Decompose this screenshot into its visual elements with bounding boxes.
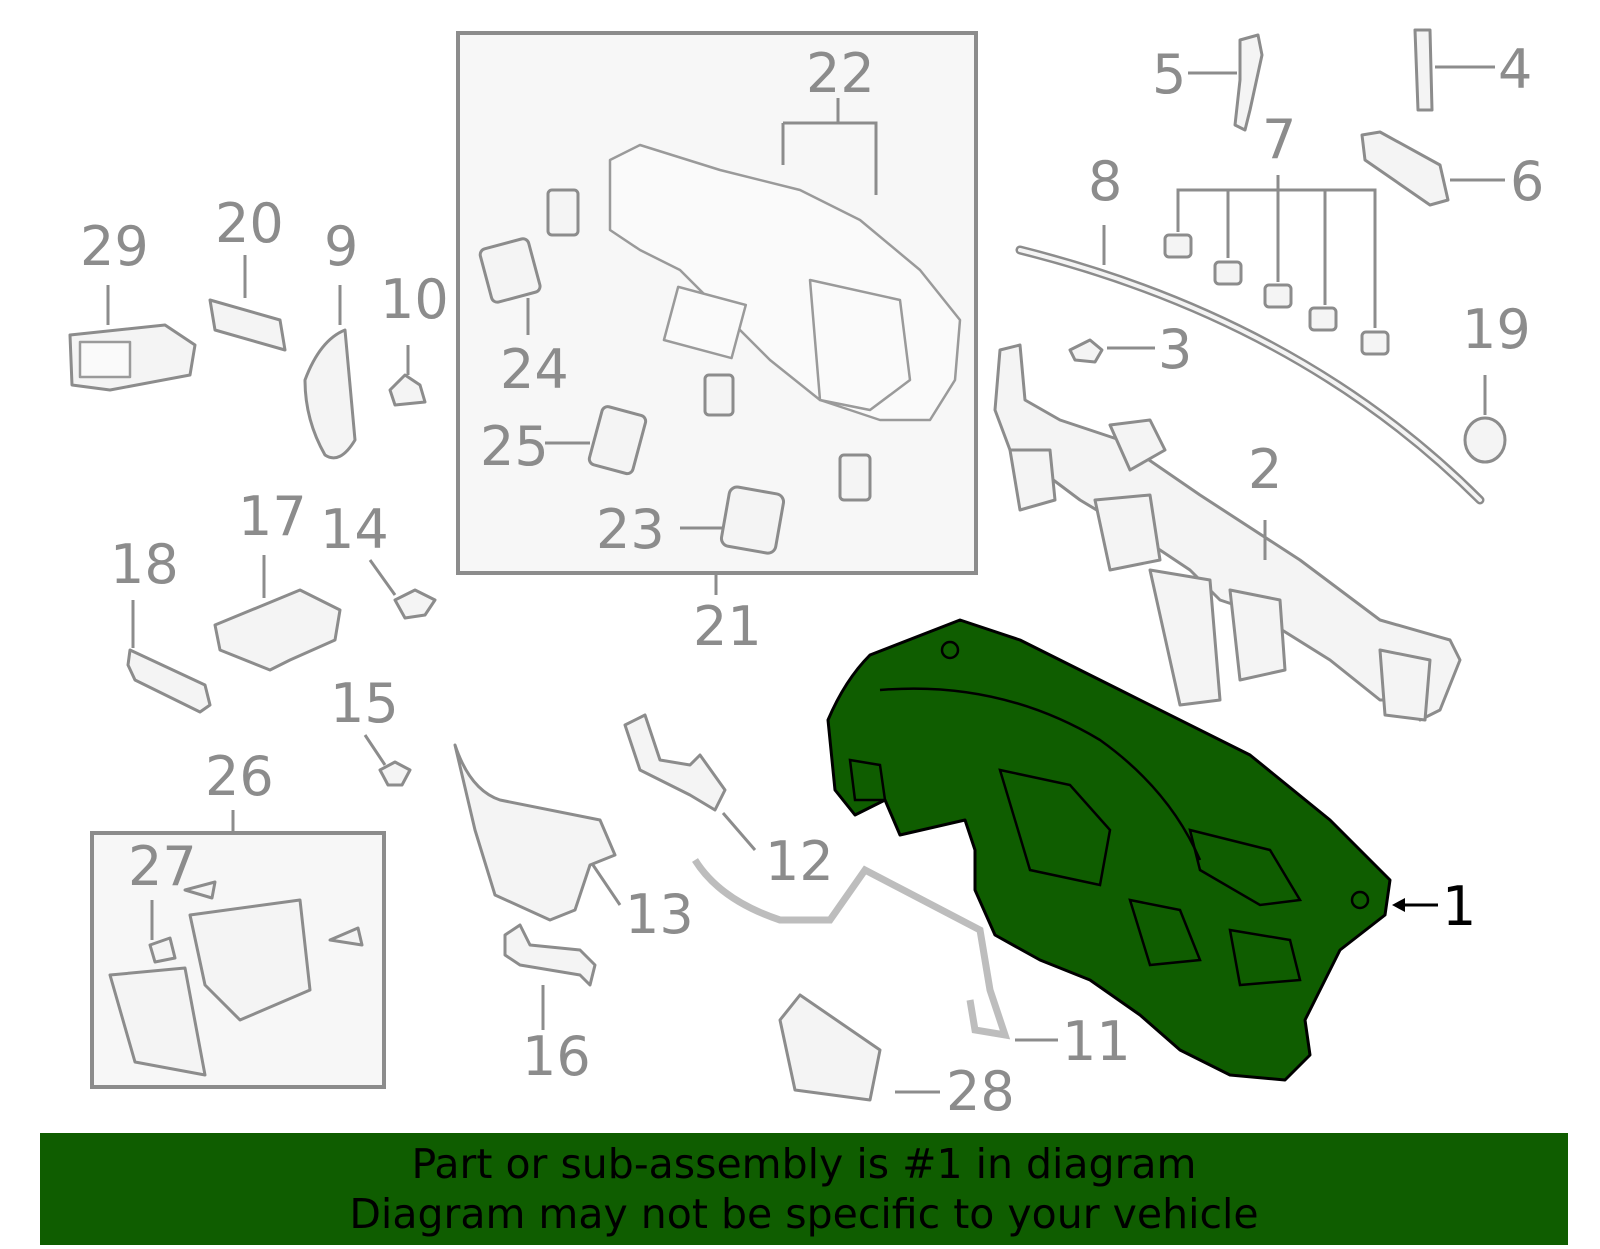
callout-3: 3 (1158, 318, 1192, 381)
part-28-box (778, 993, 882, 1102)
part-29-duct (68, 323, 197, 392)
info-banner: Part or sub-assembly is #1 in diagram Di… (40, 1133, 1568, 1245)
callout-29: 29 (80, 215, 149, 278)
part-14-clip (393, 588, 437, 620)
callout-7: 7 (1262, 108, 1296, 171)
callout-19: 19 (1462, 298, 1531, 361)
callout-21: 21 (693, 595, 762, 658)
part-13-trim-panel (453, 743, 617, 922)
callout-9: 9 (324, 215, 358, 278)
part-26-glove-box (108, 880, 364, 1077)
banner-line-2: Diagram may not be specific to your vehi… (349, 1190, 1259, 1238)
part-9-side-panel (303, 328, 357, 460)
part-11-harness (692, 858, 1011, 1040)
callout-12: 12 (765, 830, 834, 893)
part-22-small-panel (546, 188, 580, 237)
callout-27: 27 (128, 835, 197, 898)
part-23-vent (719, 485, 786, 555)
callout-14: 14 (320, 498, 389, 561)
callout-28: 28 (946, 1060, 1015, 1123)
callout-15: 15 (330, 672, 399, 735)
part-1-instrument-panel (826, 618, 1392, 1082)
part-3-bolt (1068, 338, 1104, 364)
part-25-switch (587, 405, 648, 476)
part-18-trim (126, 648, 212, 714)
part-2-crossmember (993, 343, 1462, 722)
callout-25: 25 (480, 415, 549, 478)
callout-6: 6 (1510, 150, 1544, 213)
callout-11: 11 (1062, 1010, 1131, 1073)
part-17-console (213, 588, 342, 672)
part-7-clips (1163, 233, 1390, 356)
callout-16: 16 (522, 1025, 591, 1088)
callout-10: 10 (380, 268, 449, 331)
part-21-dash-panel (608, 143, 962, 422)
part-5-bracket (1233, 33, 1264, 132)
callout-4: 4 (1498, 38, 1532, 101)
callout-18: 18 (110, 533, 179, 596)
part-10-clip (388, 373, 427, 407)
part-4-strap (1413, 28, 1434, 112)
callout-22: 22 (806, 42, 875, 105)
part-16-trim (503, 923, 597, 987)
callout-24: 24 (500, 338, 569, 401)
callout-23: 23 (596, 498, 665, 561)
callout-20: 20 (215, 192, 284, 255)
part-6-bracket (1360, 130, 1450, 207)
callout-8: 8 (1088, 150, 1122, 213)
callout-1: 1 (1442, 875, 1476, 938)
callout-13: 13 (625, 883, 694, 946)
callout-5: 5 (1152, 43, 1186, 106)
part-12-cover (623, 713, 727, 812)
part-20-switch-panel (208, 298, 287, 352)
part-15-bolt (378, 760, 412, 787)
part-24-vent (478, 237, 542, 304)
callout-17: 17 (238, 485, 307, 548)
callout-2: 2 (1248, 438, 1282, 501)
part-19-grommet (1463, 416, 1507, 464)
banner-line-1: Part or sub-assembly is #1 in diagram (411, 1140, 1197, 1188)
callout-26: 26 (205, 745, 274, 808)
